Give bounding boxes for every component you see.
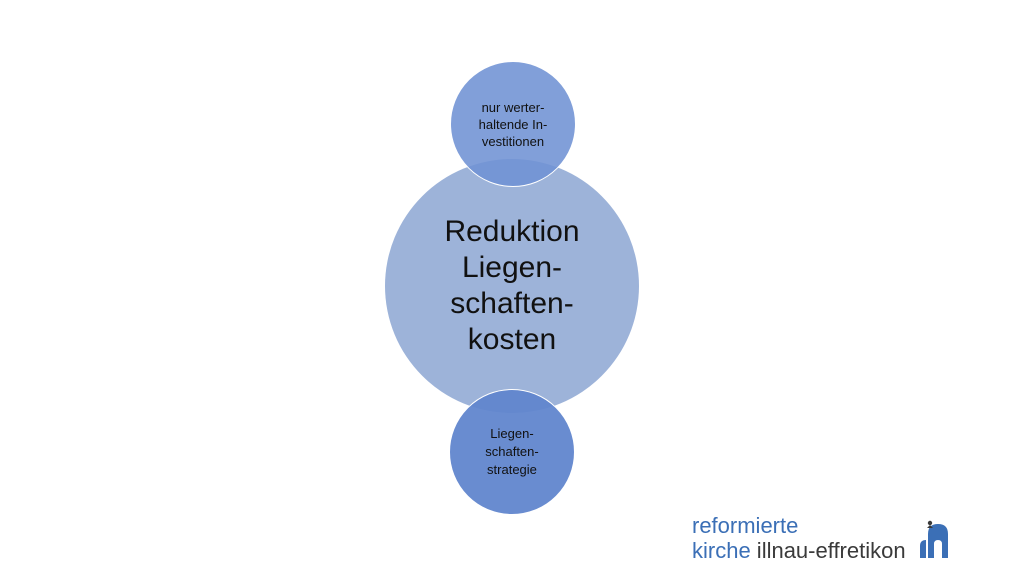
logo-line-1: reformierte (692, 513, 799, 538)
bottom-node: Liegen- schaften- strategie (449, 389, 575, 515)
top-node: nur werter- haltende In- vestitionen (450, 61, 576, 187)
brand-logo-text: reformierte kirche illnau-effretikon (692, 512, 962, 564)
logo-line-2: kirche illnau-effretikon (692, 539, 906, 563)
center-node: Reduktion Liegen- schaften- kosten (385, 159, 639, 413)
logo-line-2-rest: illnau-effretikon (750, 538, 906, 563)
top-node-label: nur werter- haltende In- vestitionen (478, 99, 548, 149)
logo-line-2-accent: kirche (692, 538, 751, 563)
bottom-node-label: Liegen- schaften- strategie (485, 426, 539, 477)
church-logo-icon (920, 520, 948, 558)
center-node-label: Reduktion Liegen- schaften- kosten (444, 215, 580, 356)
